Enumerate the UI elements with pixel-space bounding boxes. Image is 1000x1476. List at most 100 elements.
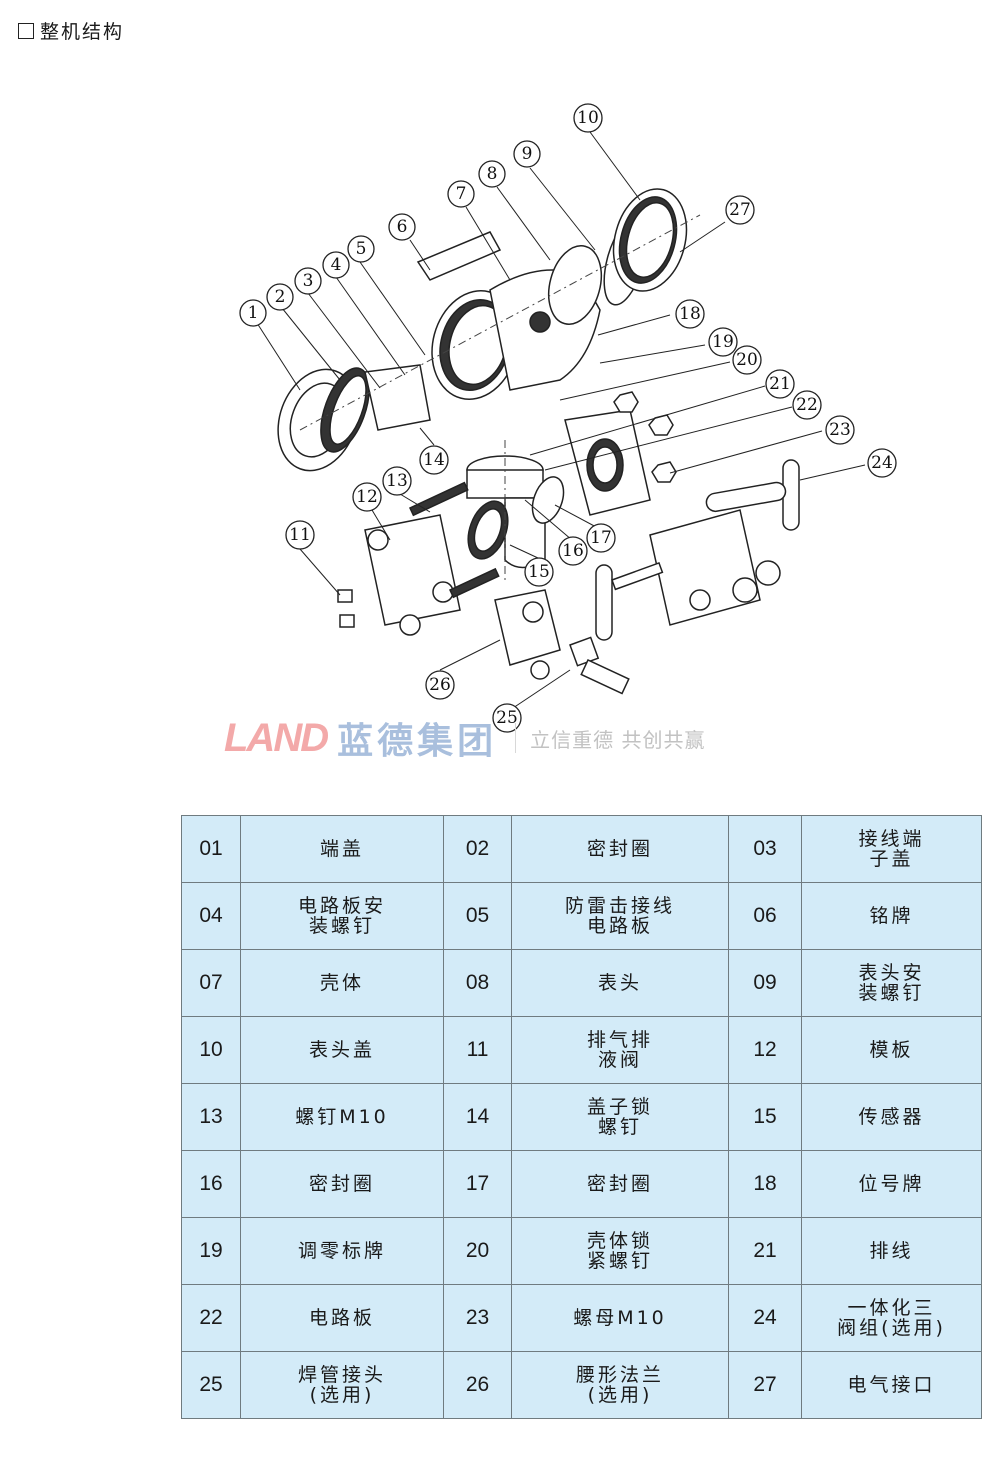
callout-18: 18 [675,299,705,329]
svg-text:14: 14 [423,450,445,470]
part-number: 04 [181,882,241,950]
leader-lines [256,131,866,711]
part-number: 11 [443,1016,512,1084]
checkbox-square-icon [18,22,34,39]
callout-10: 10 [573,103,603,133]
callout-labels: 1 2 3 4 5 6 7 8 9 10 11 12 13 14 15 16 1… [239,103,897,733]
callout-22: 22 [792,390,822,420]
callout-21: 21 [765,369,795,399]
part-number: 16 [181,1150,241,1218]
part-name: 排气排 液阀 [511,1016,729,1084]
part-number: 24 [728,1284,802,1352]
section-title: 整机结构 [40,21,125,43]
svg-text:8: 8 [487,164,498,184]
part-number: 03 [728,815,802,883]
part-number: 15 [728,1083,802,1151]
callout-19: 19 [708,327,738,357]
part-name: 盖子锁 螺钉 [511,1083,729,1151]
part-number: 07 [181,949,241,1017]
svg-text:16: 16 [562,541,584,561]
part-name: 密封圈 [511,1150,729,1218]
section-heading: 整机结构 [18,17,124,44]
part-number: 09 [728,949,802,1017]
part-name: 位号牌 [801,1150,982,1218]
svg-text:10: 10 [577,108,599,128]
svg-text:4: 4 [331,255,342,275]
part-name: 壳体 [240,949,444,1017]
part-name: 端盖 [240,815,444,883]
part-number: 19 [181,1217,241,1285]
callout-1: 1 [239,299,267,327]
svg-text:26: 26 [429,675,451,695]
part-number: 01 [181,815,241,883]
part-name: 表头安 装螺钉 [801,949,982,1017]
part-name: 电气接口 [801,1351,982,1419]
svg-text:27: 27 [729,200,751,220]
logo-divider [515,723,517,753]
part-name: 传感器 [801,1083,982,1151]
callout-3: 3 [294,267,322,295]
svg-text:22: 22 [796,395,818,415]
svg-text:11: 11 [289,525,311,545]
part-number: 23 [443,1284,512,1352]
logo-english: LAND [224,715,329,760]
part-name: 电路板 [240,1284,444,1352]
part-number: 06 [728,882,802,950]
part-number: 18 [728,1150,802,1218]
part-name: 排线 [801,1217,982,1285]
callout-23: 23 [825,415,855,445]
part-number: 14 [443,1083,512,1151]
part-number: 20 [443,1217,512,1285]
part-number: 21 [728,1217,802,1285]
part-name: 表头 [511,949,729,1017]
callout-7: 7 [447,180,475,208]
callout-26: 26 [425,670,455,700]
svg-text:3: 3 [303,271,314,291]
company-slogan: 立信重德 共创共赢 [530,727,706,752]
part-name: 密封圈 [240,1150,444,1218]
callout-9: 9 [513,140,541,168]
part-number: 02 [443,815,512,883]
callout-12: 12 [352,482,382,512]
callout-4: 4 [322,251,350,279]
svg-text:7: 7 [456,184,467,204]
part-number: 27 [728,1351,802,1419]
part-name: 螺钉M10 [240,1083,444,1151]
callout-2: 2 [266,283,294,311]
svg-text:17: 17 [590,528,612,548]
part-name: 模板 [801,1016,982,1084]
svg-text:9: 9 [522,144,533,164]
part-name: 密封圈 [511,815,729,883]
svg-text:19: 19 [712,332,734,352]
callout-8: 8 [478,160,506,188]
svg-text:18: 18 [679,304,701,324]
svg-text:23: 23 [829,420,851,440]
callout-14: 14 [419,445,449,475]
part-number: 12 [728,1016,802,1084]
svg-text:5: 5 [356,239,367,259]
callout-6: 6 [388,213,416,241]
part-name: 表头盖 [240,1016,444,1084]
callout-13: 13 [382,466,412,496]
logo-chinese: 蓝德集团 [337,721,498,762]
part-name: 壳体锁 紧螺钉 [511,1217,729,1285]
svg-text:24: 24 [871,453,893,473]
svg-text:20: 20 [736,350,758,370]
part-number: 22 [181,1284,241,1352]
callout-5: 5 [347,235,375,263]
callout-24: 24 [867,448,897,478]
part-number: 08 [443,949,512,1017]
part-name: 螺母M10 [511,1284,729,1352]
part-name: 焊管接头 (选用) [240,1351,444,1419]
part-number: 05 [443,882,512,950]
part-number: 25 [181,1351,241,1419]
callout-16: 16 [558,536,588,566]
